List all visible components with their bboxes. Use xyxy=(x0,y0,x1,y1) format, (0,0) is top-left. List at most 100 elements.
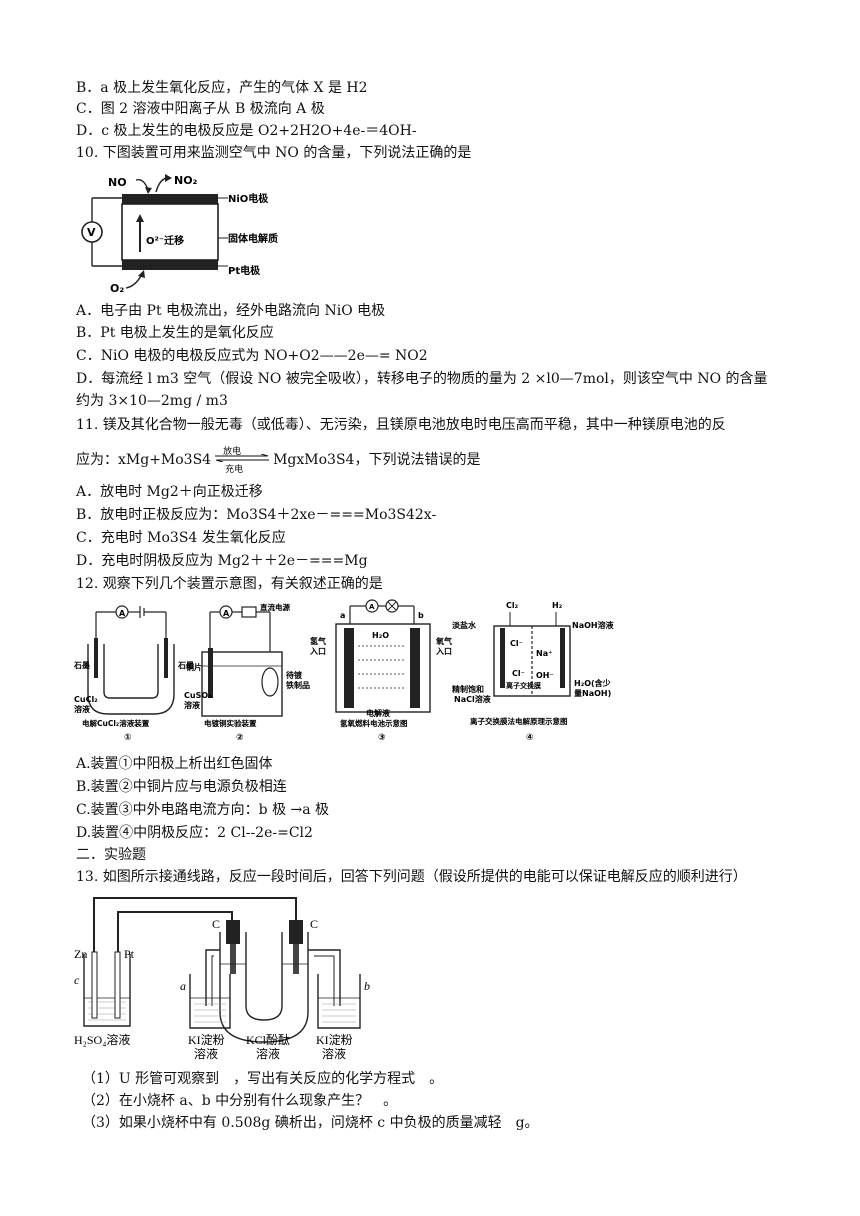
svg-text:Zn: Zn xyxy=(74,947,87,961)
svg-text:溶液: 溶液 xyxy=(256,1046,280,1061)
svg-text:溶液: 溶液 xyxy=(194,1046,218,1061)
svg-text:A: A xyxy=(369,603,375,611)
q9-option-b: B．a 极上发生氧化反应，产生的气体 X 是 H2 xyxy=(76,80,368,96)
q10-no-label: NO xyxy=(108,176,127,189)
q10-o2-label: O₂ xyxy=(110,282,124,295)
svg-text:②: ② xyxy=(236,733,244,743)
svg-text:离子交换膜法电解原理示意图: 离子交换膜法电解原理示意图 xyxy=(470,716,568,726)
svg-text:KI淀粉: KI淀粉 xyxy=(316,1033,353,1047)
svg-text:铜片: 铜片 xyxy=(186,662,202,672)
svg-text:a: a xyxy=(340,611,345,620)
svg-text:④: ④ xyxy=(526,733,534,743)
q12-figures: A 石墨 石墨 CuCl₂ 溶液 电解CuCl₂溶液装置 ① xyxy=(74,598,634,744)
q10-no2-label: NO₂ xyxy=(174,174,198,187)
svg-text:CuSO₄: CuSO₄ xyxy=(184,691,212,700)
q10-migrate-label: O²⁻迁移 xyxy=(146,234,184,247)
q9-option-d: D．c 极上发生的电极反应是 O2+2H2O+4e-＝4OH- xyxy=(76,123,417,139)
svg-text:Cl₂: Cl₂ xyxy=(506,601,519,610)
q13-sub1: （1）U 形管可观察到 ，写出有关反应的化学方程式 。 xyxy=(82,1071,444,1087)
svg-text:淡盐水: 淡盐水 xyxy=(452,620,477,630)
svg-text:C: C xyxy=(310,917,318,931)
q12-option-a: A.装置①中阳极上析出红色固体 xyxy=(76,756,273,772)
svg-text:量NaOH): 量NaOH) xyxy=(574,688,611,698)
svg-text:入口: 入口 xyxy=(435,647,452,656)
svg-text:CuCl₂: CuCl₂ xyxy=(74,695,98,704)
q10-solid-label: 固体电解质 xyxy=(228,232,278,245)
svg-text:H₂O(含少: H₂O(含少 xyxy=(574,678,611,688)
q11-option-d: D．充电时阴极反应为 Mg2＋＋2e－===Mg xyxy=(76,553,368,569)
svg-text:A: A xyxy=(119,609,126,618)
svg-text:OH⁻: OH⁻ xyxy=(536,671,554,680)
q12-figure-4: Cl₂ H₂ Cl⁻ Na⁺ Cl⁻ OH⁻ 淡盐水 NaOH溶液 精制饱和 N… xyxy=(452,601,614,743)
svg-text:①: ① xyxy=(124,733,132,743)
q12-option-d: D.装置④中阴极反应：2 Cl--2e-=Cl2 xyxy=(76,825,313,841)
q10-option-d-line2: 约为 3×10—2mg / m3 xyxy=(76,393,228,409)
q10-option-c: C．NiO 电极的电极反应式为 NO+O2——2e—= NO2 xyxy=(76,348,428,364)
q10-nio-label: NiO电极 xyxy=(228,192,269,205)
q10-voltmeter-label: V xyxy=(87,226,96,239)
svg-text:直流电源: 直流电源 xyxy=(260,602,290,612)
q11-equation-right: MgxMo3S4，下列说法错误的是 xyxy=(273,452,481,468)
svg-text:c: c xyxy=(74,973,80,987)
q11-stem-line1: 11. 镁及其化合物一般无毒（或低毒）、无污染，且镁原电池放电时电压高而平稳，其… xyxy=(76,417,726,433)
svg-text:溶液: 溶液 xyxy=(184,700,200,710)
arrow-bottom-label: 充电 xyxy=(225,465,244,475)
svg-text:KCl酚酞: KCl酚酞 xyxy=(246,1032,290,1047)
q10-stem: 10. 下图装置可用来监测空气中 NO 的含量，下列说法正确的是 xyxy=(76,145,472,161)
q12-figure-2: A 直流电源 铜片 CuSO₄ 溶液 待镀 铁制品 电镀铜实验装置 ② xyxy=(184,602,310,743)
svg-text:NaOH溶液: NaOH溶液 xyxy=(572,620,614,630)
svg-text:精制饱和: 精制饱和 xyxy=(452,684,484,694)
svg-text:铁制品: 铁制品 xyxy=(286,680,310,690)
svg-text:H₂SO₄溶液: H₂SO₄溶液 xyxy=(74,1032,130,1047)
q11-option-b: B．放电时正极反应为：Mo3S4＋2xe－===Mo3S42x- xyxy=(76,507,437,523)
svg-text:b: b xyxy=(364,979,370,993)
q10-figure: O²⁻迁移 NO NO₂ NiO电极 固体电解质 Pt电极 V xyxy=(78,168,298,296)
q12-option-c: C.装置③中外电路电流方向：b 极 →a 极 xyxy=(76,802,330,818)
svg-text:离子交换膜: 离子交换膜 xyxy=(506,681,541,690)
q11-equation-left: 应为：xMg+Mo3S4 xyxy=(76,452,212,468)
svg-text:Na⁺: Na⁺ xyxy=(536,649,552,658)
q13-stem: 13. 如图所示接通线路，反应一段时间后，回答下列问题（假设所提供的电能可以保证… xyxy=(76,869,747,885)
svg-text:电解液: 电解液 xyxy=(366,708,390,718)
q10-pt-label: Pt电极 xyxy=(228,264,261,277)
svg-text:Pt: Pt xyxy=(124,947,135,961)
svg-text:氧气: 氧气 xyxy=(435,636,452,646)
arrow-top-label: 放电 xyxy=(223,447,242,457)
q12-figure-3: A a b H₂O 氢气 入口 氧气 入口 xyxy=(309,599,452,743)
svg-text:③: ③ xyxy=(378,733,386,743)
svg-text:电镀铜实验装置: 电镀铜实验装置 xyxy=(204,718,257,728)
svg-text:溶液: 溶液 xyxy=(322,1046,346,1061)
svg-text:Cl⁻: Cl⁻ xyxy=(510,639,523,648)
svg-text:入口: 入口 xyxy=(309,647,326,656)
section-heading: 二．实验题 xyxy=(76,847,146,863)
reversible-arrow: 放电充电 xyxy=(211,447,273,475)
q12-option-b: B.装置②中铜片应与电源负极相连 xyxy=(76,779,287,795)
svg-text:KI淀粉: KI淀粉 xyxy=(188,1033,225,1047)
svg-text:电解CuCl₂溶液装置: 电解CuCl₂溶液装置 xyxy=(82,718,150,728)
svg-text:H₂O: H₂O xyxy=(372,631,389,640)
q11-option-c: C．充电时 Mo3S4 发生氧化反应 xyxy=(76,530,286,546)
svg-text:氢气: 氢气 xyxy=(310,636,326,646)
q10-option-b: B．Pt 电极上发生的是氧化反应 xyxy=(76,325,274,341)
svg-text:NaCl溶液: NaCl溶液 xyxy=(454,694,491,704)
svg-text:溶液: 溶液 xyxy=(74,704,90,714)
svg-text:石墨: 石墨 xyxy=(177,660,194,670)
svg-text:C: C xyxy=(212,917,220,931)
svg-text:H₂: H₂ xyxy=(552,601,563,610)
q11-option-a: A．放电时 Mg2＋向正极迁移 xyxy=(76,484,263,500)
q12-stem: 12. 观察下列几个装置示意图，有关叙述正确的是 xyxy=(76,576,383,592)
q9-option-c: C．图 2 溶液中阳离子从 B 极流向 A 极 xyxy=(76,101,325,117)
svg-text:待镀: 待镀 xyxy=(285,670,303,680)
svg-text:石墨: 石墨 xyxy=(74,660,90,670)
q13-figure: Zn Pt c H₂SO₄溶液 C C xyxy=(70,892,390,1062)
q13-sub3: （3）如果小烧杯中有 0.508g 碘析出，问烧杯 c 中负极的质量减轻 g。 xyxy=(82,1115,539,1131)
q12-figure-1: A 石墨 石墨 CuCl₂ 溶液 电解CuCl₂溶液装置 ① xyxy=(74,605,194,743)
svg-text:A: A xyxy=(223,609,230,618)
q10-option-a: A．电子由 Pt 电极流出，经外电路流向 NiO 电极 xyxy=(76,303,386,319)
svg-text:氢氧燃料电池示意图: 氢氧燃料电池示意图 xyxy=(340,718,408,728)
q13-sub2: （2）在小烧杯 a、b 中分别有什么现象产生？ 。 xyxy=(82,1093,398,1109)
svg-text:b: b xyxy=(418,611,424,620)
svg-text:a: a xyxy=(180,979,186,993)
